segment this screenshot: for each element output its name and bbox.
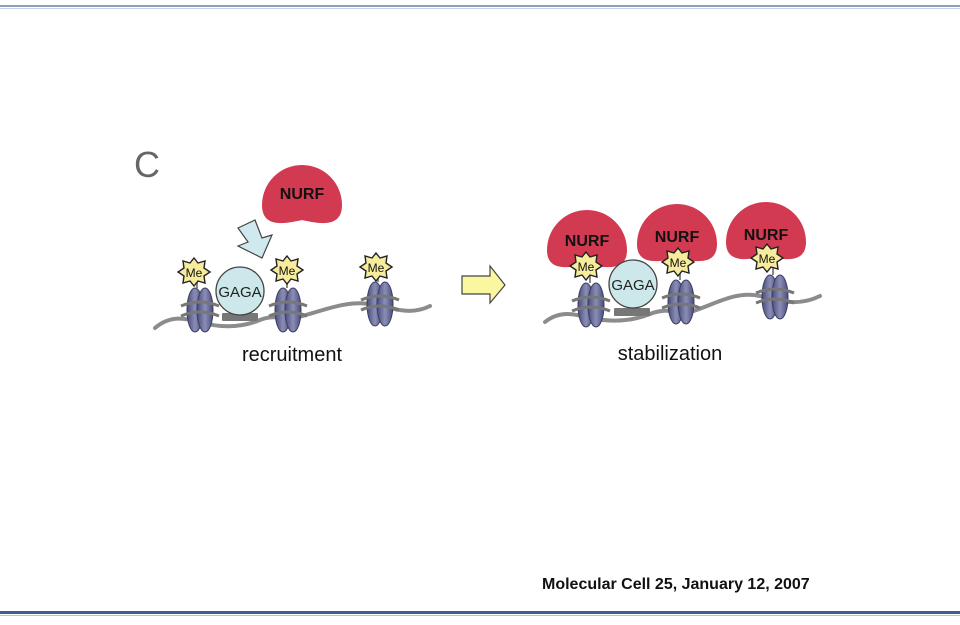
svg-text:NURF: NURF <box>280 186 325 203</box>
nurf-complex: NURF <box>637 204 717 262</box>
recruitment-arrow-icon <box>236 219 274 259</box>
top-border-line-secondary <box>0 8 960 9</box>
methyl-mark: Me <box>750 243 784 273</box>
svg-text:NURF: NURF <box>744 227 789 244</box>
svg-text:GAGA: GAGA <box>611 277 654 294</box>
svg-text:Me: Me <box>578 260 595 274</box>
bottom-border-line-secondary <box>0 615 960 616</box>
nucleosome <box>754 273 796 321</box>
stabilization-panel: NURF NURF NURF Me Me Me GAGA stabilizati <box>543 202 822 365</box>
nucleosome <box>660 278 702 326</box>
svg-text:Me: Me <box>759 252 776 266</box>
recruitment-panel: Me Me Me GAGA NURF recruitment <box>153 165 432 366</box>
gaga-protein: GAGA <box>608 259 658 309</box>
binding-site <box>222 313 258 321</box>
svg-text:GAGA: GAGA <box>218 284 261 301</box>
stabilization-caption: stabilization <box>618 343 723 365</box>
bottom-border-line <box>0 611 960 614</box>
nucleosome <box>359 280 401 328</box>
svg-text:Me: Me <box>279 264 296 278</box>
recruitment-caption: recruitment <box>242 344 342 366</box>
gaga-protein: GAGA <box>215 266 265 316</box>
svg-text:Me: Me <box>368 261 385 275</box>
panel-letter: C <box>134 144 160 185</box>
svg-text:Me: Me <box>186 266 203 280</box>
citation-text: Molecular Cell 25, January 12, 2007 <box>542 576 810 593</box>
nucleosome <box>267 286 309 334</box>
svg-text:NURF: NURF <box>655 229 700 246</box>
top-border-line <box>0 5 960 7</box>
svg-text:Me: Me <box>670 256 687 270</box>
nurf-complex: NURF <box>262 165 342 224</box>
methyl-mark: Me <box>661 247 695 277</box>
binding-site <box>614 308 650 316</box>
methyl-mark: Me <box>359 252 393 282</box>
methyl-mark: Me <box>270 255 304 285</box>
transition-arrow-icon <box>461 264 506 305</box>
methyl-mark: Me <box>569 251 603 281</box>
nurf-complex: NURF <box>547 210 627 268</box>
methyl-mark: Me <box>177 257 211 287</box>
svg-text:NURF: NURF <box>565 233 610 250</box>
nurf-complex: NURF <box>726 202 806 260</box>
